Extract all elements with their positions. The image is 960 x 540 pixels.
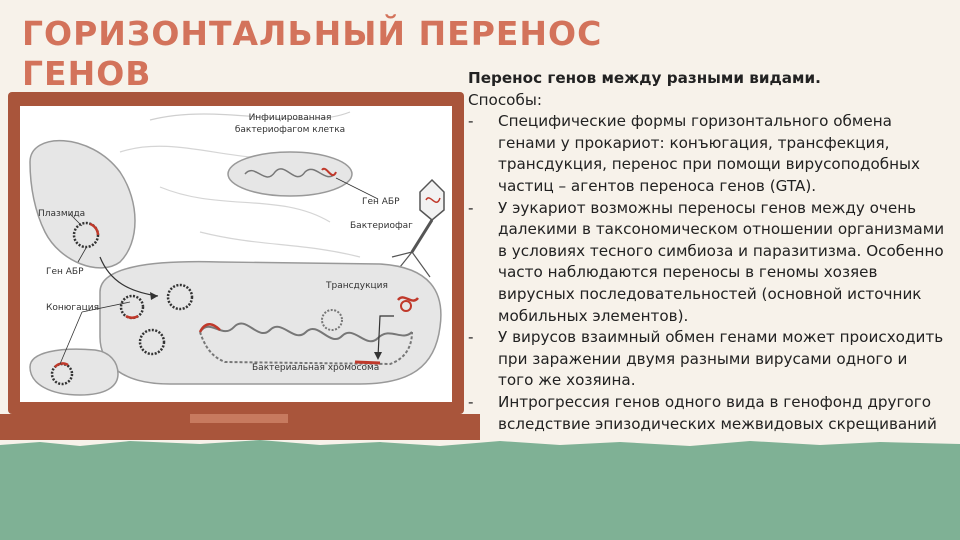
text-panel: Перенос генов между разными видами. Спос… [468,68,946,435]
recipient-cell [99,260,442,385]
page-title-line-2: ГЕНОВ [22,54,152,93]
list-dash: - [468,112,474,131]
list-item-text: У вирусов взаимный обмен генами может пр… [498,328,944,390]
list-item: - Специфические формы горизонтального об… [468,111,946,197]
methods-list: - Специфические формы горизонтального об… [468,111,946,435]
gene-transfer-diagram: Инфицированная бактериофагом клетка Ген … [29,111,445,396]
list-dash: - [468,198,474,217]
label-conjugation: Конюгация [46,303,99,313]
list-item: - У эукариот возможны переносы генов меж… [468,198,946,328]
laptop-notch [190,414,288,423]
label-abr-gene-left: Ген АБР [46,267,84,277]
list-item: - Интрогрессия генов одного вида в геноф… [468,392,946,435]
donor-cell [29,140,136,269]
page-title: ГОРИЗОНТАЛЬНЫЙ ПЕРЕНОС ГЕНОВ [22,14,622,94]
list-item-text: Специфические формы горизонтального обме… [498,112,921,195]
label-abr-gene-top: Ген АБР [362,197,400,207]
panel-subtitle: Способы: [468,90,542,109]
laptop-illustration: Инфицированная бактериофагом клетка Ген … [0,92,480,440]
chromosome-lower [199,331,413,366]
label-bacteriophage: Бактериофаг [350,221,413,231]
list-item-text: У эукариот возможны переносы генов между… [498,198,945,325]
panel-lead: Перенос генов между разными видами. [468,69,821,87]
label-infected-cell-line2: бактериофагом клетка [235,125,345,135]
label-infected-cell-line1: Инфицированная [249,113,332,123]
list-dash: - [468,328,474,347]
page-title-line-1: ГОРИЗОНТАЛЬНЫЙ ПЕРЕНОС [22,14,603,53]
list-item-text: Интрогрессия генов одного вида в генофон… [498,392,937,433]
list-dash: - [468,392,474,411]
label-chromosome: Бактериальная хромосома [252,363,379,373]
list-item: - У вирусов взаимный обмен генами может … [468,327,946,392]
label-plasmid: Плазмида [38,209,85,219]
conjugating-cell [29,348,119,396]
label-transduction: Трансдукция [325,281,388,291]
chromosome-upper [199,322,413,343]
